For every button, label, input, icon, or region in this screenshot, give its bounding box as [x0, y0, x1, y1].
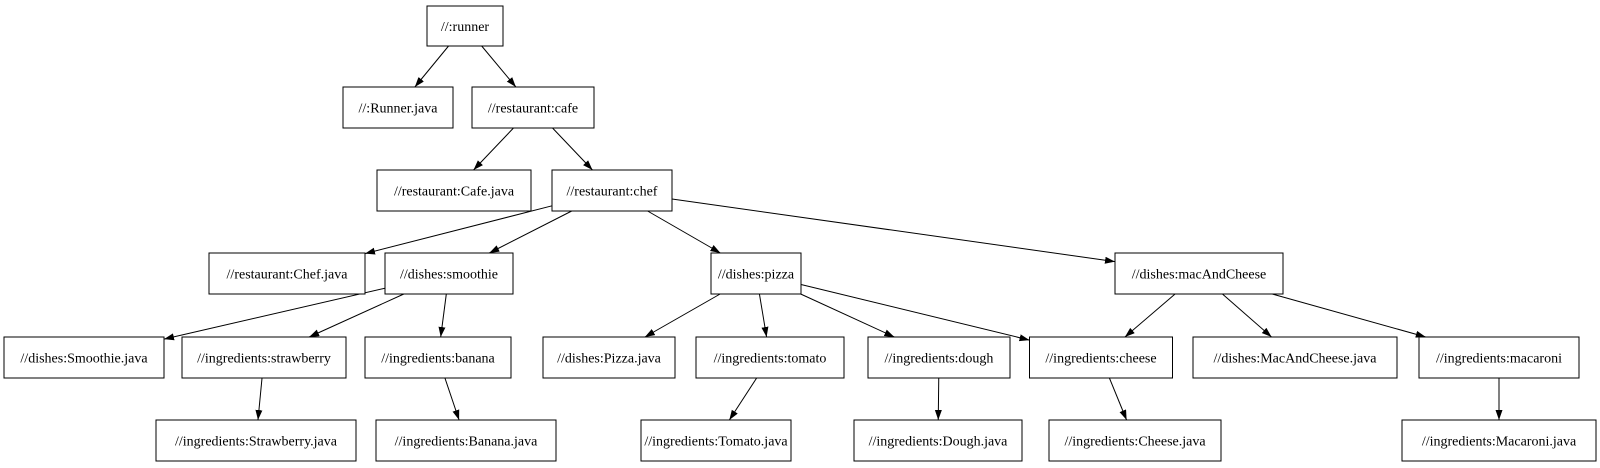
node-box-macaroni	[1418, 336, 1580, 379]
node-runner: //:runner	[426, 5, 504, 47]
edge-smoothie-to-strawberry	[308, 293, 405, 338]
node-box-cafe	[471, 86, 595, 129]
node-cheese-java: //ingredients:Cheese.java	[1048, 419, 1222, 462]
node-label-pizza: //dishes:pizza	[718, 268, 795, 283]
node-box-cheese	[1029, 336, 1173, 379]
node-box-smoothie-java	[3, 336, 165, 379]
node-box-smoothie	[384, 252, 514, 295]
node-cheese: //ingredients:cheese	[1029, 336, 1173, 379]
node-pizza: //dishes:pizza	[710, 252, 802, 295]
node-box-cafe-java	[376, 169, 532, 212]
node-label-mac-and-cheese: //dishes:macAndCheese	[1132, 268, 1267, 283]
node-label-runner-java: //:Runner.java	[359, 102, 439, 117]
node-box-cheese-java	[1048, 419, 1222, 462]
edge-chef-to-smoothie	[489, 210, 572, 254]
node-label-tomato: //ingredients:tomato	[714, 352, 827, 367]
edge-pizza-to-cheese	[800, 283, 1030, 342]
node-box-macaroni-java	[1401, 419, 1597, 462]
node-label-cafe: //restaurant:cafe	[488, 102, 578, 117]
node-box-dough-java	[853, 419, 1023, 462]
edge-pizza-to-dough	[800, 293, 895, 338]
node-box-runner-java	[342, 86, 454, 129]
node-chef: //restaurant:chef	[551, 169, 673, 212]
node-label-macaroni: //ingredients:macaroni	[1436, 352, 1562, 367]
node-box-strawberry-java	[155, 419, 357, 462]
node-box-pizza	[710, 252, 802, 295]
node-dough: //ingredients:dough	[867, 336, 1011, 379]
edge-mac-and-cheese-to-macaroni	[1272, 293, 1426, 338]
node-macaroni-java: //ingredients:Macaroni.java	[1401, 419, 1597, 462]
edge-strawberry-to-strawberry-java	[255, 377, 263, 421]
node-banana: //ingredients:banana	[364, 336, 512, 379]
edge-tomato-to-tomato-java	[728, 377, 758, 421]
node-label-dough-java: //ingredients:Dough.java	[869, 435, 1009, 450]
node-label-macaroni-java: //ingredients:Macaroni.java	[1422, 435, 1577, 450]
node-macaroni: //ingredients:macaroni	[1418, 336, 1580, 379]
edge-runner-to-runner-java	[414, 45, 449, 88]
edges-layer	[163, 45, 1503, 421]
node-label-tomato-java: //ingredients:Tomato.java	[644, 435, 788, 450]
edge-pizza-to-pizza-java	[644, 293, 721, 338]
node-label-cafe-java: //restaurant:Cafe.java	[394, 185, 515, 200]
node-cafe: //restaurant:cafe	[471, 86, 595, 129]
node-label-cheese: //ingredients:cheese	[1045, 352, 1156, 367]
node-label-banana: //ingredients:banana	[381, 352, 495, 367]
node-label-chef: //restaurant:chef	[567, 185, 658, 200]
edge-mac-and-cheese-to-cheese	[1124, 293, 1176, 338]
edge-runner-to-cafe	[481, 45, 517, 88]
node-box-tomato-java	[640, 419, 792, 462]
node-strawberry: //ingredients:strawberry	[181, 336, 347, 379]
node-box-dough	[867, 336, 1011, 379]
node-box-chef	[551, 169, 673, 212]
node-mac-and-cheese-java: //dishes:MacAndCheese.java	[1192, 336, 1398, 379]
node-box-mac-and-cheese	[1114, 252, 1284, 295]
node-label-banana-java: //ingredients:Banana.java	[395, 435, 538, 450]
edge-mac-and-cheese-to-mac-and-cheese-java	[1222, 293, 1272, 338]
node-tomato-java: //ingredients:Tomato.java	[640, 419, 792, 462]
node-mac-and-cheese: //dishes:macAndCheese	[1114, 252, 1284, 295]
node-box-tomato	[695, 336, 845, 379]
edge-dough-to-dough-java	[934, 377, 942, 421]
node-label-pizza-java: //dishes:Pizza.java	[557, 352, 662, 367]
node-label-strawberry: //ingredients:strawberry	[197, 352, 331, 367]
node-box-banana-java	[375, 419, 557, 462]
node-box-pizza-java	[542, 336, 676, 379]
node-tomato: //ingredients:tomato	[695, 336, 845, 379]
edge-chef-to-pizza	[647, 210, 721, 254]
node-runner-java: //:Runner.java	[342, 86, 454, 129]
node-box-mac-and-cheese-java	[1192, 336, 1398, 379]
node-box-chef-java	[208, 252, 366, 295]
edge-cheese-to-cheese-java	[1108, 377, 1128, 421]
node-label-smoothie-java: //dishes:Smoothie.java	[20, 352, 148, 367]
node-dough-java: //ingredients:Dough.java	[853, 419, 1023, 462]
node-label-runner: //:runner	[441, 20, 490, 35]
node-box-strawberry	[181, 336, 347, 379]
edge-smoothie-to-smoothie-java	[163, 287, 386, 341]
edge-chef-to-chef-java	[364, 205, 553, 255]
node-label-strawberry-java: //ingredients:Strawberry.java	[175, 435, 338, 450]
node-label-chef-java: //restaurant:Chef.java	[227, 268, 349, 283]
node-pizza-java: //dishes:Pizza.java	[542, 336, 676, 379]
edge-chef-to-mac-and-cheese	[671, 198, 1116, 264]
edge-cafe-to-chef	[552, 127, 593, 171]
node-strawberry-java: //ingredients:Strawberry.java	[155, 419, 357, 462]
edge-cafe-to-cafe-java	[473, 127, 514, 171]
edge-smoothie-to-banana	[438, 293, 447, 338]
nodes-layer: //:runner //:Runner.java //restaurant:cafe…	[3, 5, 1597, 462]
node-box-banana	[364, 336, 512, 379]
node-label-dough: //ingredients:dough	[885, 352, 994, 367]
edge-banana-to-banana-java	[444, 377, 460, 421]
node-cafe-java: //restaurant:Cafe.java	[376, 169, 532, 212]
node-banana-java: //ingredients:Banana.java	[375, 419, 557, 462]
edge-pizza-to-tomato	[758, 293, 769, 338]
node-box-runner	[426, 5, 504, 47]
node-smoothie-java: //dishes:Smoothie.java	[3, 336, 165, 379]
node-label-cheese-java: //ingredients:Cheese.java	[1064, 435, 1206, 450]
node-smoothie: //dishes:smoothie	[384, 252, 514, 295]
node-label-mac-and-cheese-java: //dishes:MacAndCheese.java	[1214, 352, 1378, 367]
node-label-smoothie: //dishes:smoothie	[400, 268, 498, 283]
node-chef-java: //restaurant:Chef.java	[208, 252, 366, 295]
